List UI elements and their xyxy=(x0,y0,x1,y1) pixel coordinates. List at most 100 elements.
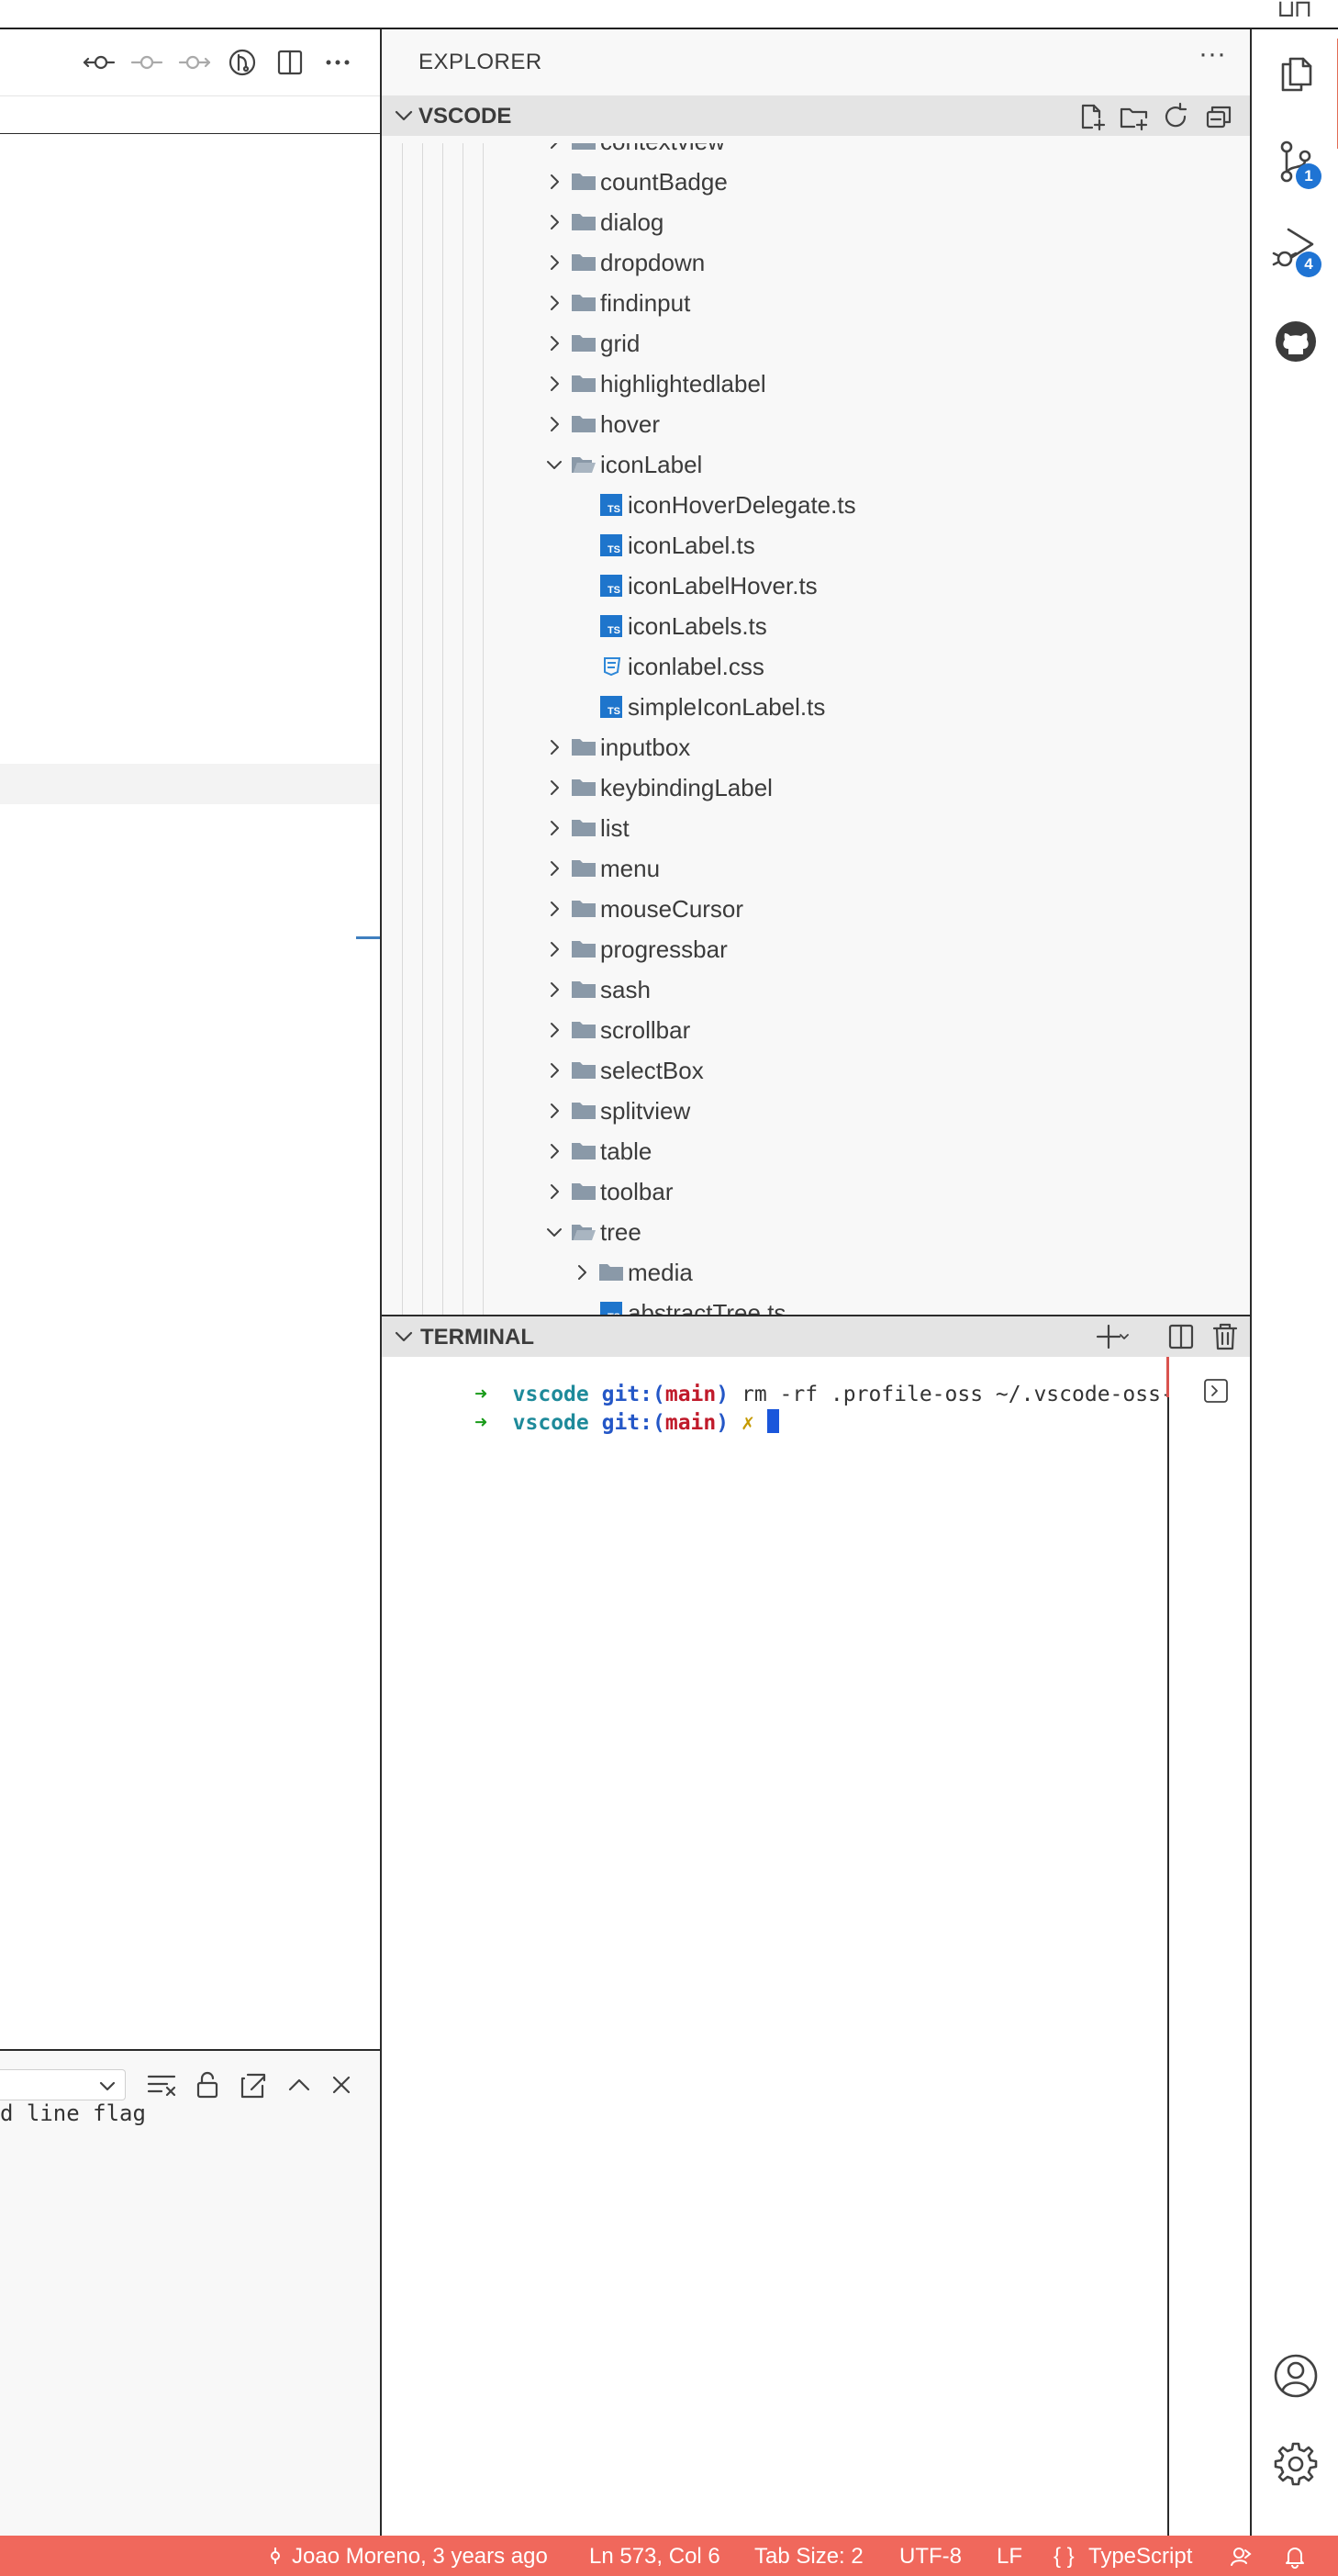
activity-bar: 1 4 xyxy=(1250,29,1338,2536)
chevron-right-icon xyxy=(543,777,565,799)
tree-folder-item[interactable]: table xyxy=(382,1131,1252,1171)
tree-folder-item[interactable]: list xyxy=(382,808,1252,848)
tree-folder-item[interactable]: dropdown xyxy=(382,242,1252,283)
status-cursor-position[interactable]: Ln 573, Col 6 xyxy=(589,2544,720,2569)
tree-folder-item[interactable]: mouseCursor xyxy=(382,889,1252,929)
folder-icon xyxy=(571,332,596,354)
explorer-view: EXPLORER ··· VSCODE contextviewcountBadg… xyxy=(380,29,1252,1315)
prompt-dir: vscode xyxy=(512,1411,589,1435)
tree-folder-item[interactable]: progressbar xyxy=(382,929,1252,969)
terminal-tabs xyxy=(1166,1357,1252,2536)
tree-folder-item[interactable]: media xyxy=(382,1252,1252,1293)
tree-folder-item[interactable]: inputbox xyxy=(382,727,1252,767)
folder-icon xyxy=(571,979,596,1001)
chevron-right-icon xyxy=(543,1059,565,1081)
folder-icon xyxy=(571,1140,596,1162)
tree-folder-item[interactable]: dialog xyxy=(382,202,1252,242)
tree-file-item[interactable]: iconlabel.css xyxy=(382,646,1252,687)
new-folder-icon[interactable] xyxy=(1118,101,1151,132)
source-control-button[interactable]: 1 xyxy=(1272,138,1321,189)
tree-folder-item[interactable]: iconLabel xyxy=(382,444,1252,485)
git-compare-icon[interactable] xyxy=(224,44,261,81)
chevron-right-icon xyxy=(543,252,565,274)
tree-folder-item[interactable]: hover xyxy=(382,404,1252,444)
prompt-git: git:( xyxy=(601,1383,665,1406)
maximize-panel-icon[interactable] xyxy=(281,2067,318,2102)
tree-item-label: iconHoverDelegate.ts xyxy=(628,491,856,519)
tree-file-item[interactable]: TSabstractTree.ts xyxy=(382,1293,1252,1315)
tree-item-label: toolbar xyxy=(600,1178,674,1205)
split-terminal-icon[interactable] xyxy=(1164,1320,1199,1353)
indent-guide xyxy=(402,143,403,1315)
live-share-icon[interactable] xyxy=(1230,2545,1254,2569)
git-commit-next-icon[interactable] xyxy=(176,44,213,81)
tree-item-label: mouseCursor xyxy=(600,895,744,923)
status-language[interactable]: TypeScript xyxy=(1088,2544,1193,2569)
trash-icon[interactable] xyxy=(1208,1320,1243,1353)
output-channel-select[interactable] xyxy=(0,2069,126,2100)
settings-gear-icon[interactable] xyxy=(1272,2440,1320,2488)
more-actions-icon[interactable] xyxy=(319,44,356,81)
folder-icon xyxy=(571,252,596,274)
run-debug-button[interactable]: 4 xyxy=(1272,224,1321,277)
status-tab-size[interactable]: Tab Size: 2 xyxy=(754,2544,864,2569)
chevron-right-icon xyxy=(543,171,565,193)
folder-icon xyxy=(571,857,596,879)
clear-output-icon[interactable] xyxy=(143,2067,180,2102)
editor-area[interactable] xyxy=(0,134,380,2049)
tree-folder-item[interactable]: menu xyxy=(382,848,1252,889)
terminal-panel: TERMINAL ➜ vscode git:(main) rm -rf .pro… xyxy=(380,1315,1252,2536)
tree-item-label: abstractTree.ts xyxy=(628,1299,786,1315)
tree-folder-item[interactable]: contextview xyxy=(382,143,1252,162)
refresh-icon[interactable] xyxy=(1160,101,1193,132)
tree-folder-item[interactable]: splitview xyxy=(382,1091,1252,1131)
folder-icon xyxy=(571,938,596,960)
explorer-more-actions[interactable]: ··· xyxy=(1199,39,1226,69)
close-panel-icon[interactable] xyxy=(323,2067,360,2102)
new-terminal-icon[interactable] xyxy=(1094,1320,1129,1353)
tree-folder-item[interactable]: highlightedlabel xyxy=(382,364,1252,404)
tree-folder-item[interactable]: selectBox xyxy=(382,1050,1252,1091)
git-commit-disabled-icon[interactable] xyxy=(128,44,165,81)
split-editor-icon[interactable] xyxy=(272,44,308,81)
open-in-editor-icon[interactable] xyxy=(235,2067,272,2102)
tree-item-label: iconLabel.ts xyxy=(628,532,755,559)
tree-folder-item[interactable]: toolbar xyxy=(382,1171,1252,1212)
github-icon[interactable] xyxy=(1272,318,1320,365)
explorer-icon[interactable] xyxy=(1272,48,1320,95)
git-commit-icon[interactable] xyxy=(81,44,117,81)
tree-folder-item[interactable]: grid xyxy=(382,323,1252,364)
title-bar: ⊔⊓ xyxy=(0,0,1338,29)
terminal-header[interactable]: TERMINAL xyxy=(382,1315,1252,1357)
tree-folder-item[interactable]: sash xyxy=(382,969,1252,1010)
tree-folder-item[interactable]: keybindingLabel xyxy=(382,767,1252,808)
status-eol[interactable]: LF xyxy=(997,2544,1023,2569)
layout-icon[interactable]: ⊔⊓ xyxy=(1277,0,1312,22)
chevron-right-icon xyxy=(543,413,565,435)
terminal-output[interactable]: ➜ vscode git:(main) rm -rf .profile-oss … xyxy=(382,1357,1211,2536)
status-encoding[interactable]: UTF-8 xyxy=(899,2544,962,2569)
tree-folder-item[interactable]: countBadge xyxy=(382,162,1252,202)
new-file-icon[interactable] xyxy=(1076,101,1109,132)
account-icon[interactable] xyxy=(1272,2352,1320,2400)
workspace-section-header[interactable]: VSCODE xyxy=(382,95,1252,136)
tree-item-label: selectBox xyxy=(600,1057,704,1084)
status-git-blame[interactable]: Joao Moreno, 3 years ago xyxy=(292,2544,548,2569)
terminal-tab-icon[interactable] xyxy=(1202,1377,1230,1405)
status-bar: Joao Moreno, 3 years ago Ln 573, Col 6 T… xyxy=(0,2536,1338,2576)
tree-folder-item[interactable]: scrollbar xyxy=(382,1010,1252,1050)
tree-folder-item[interactable]: findinput xyxy=(382,283,1252,323)
tree-folder-item[interactable]: tree xyxy=(382,1212,1252,1252)
terminal-command: rm -rf .profile-oss ~/.vscode-oss-dev xyxy=(741,1383,1212,1406)
notifications-bell-icon[interactable] xyxy=(1283,2545,1307,2569)
chevron-right-icon xyxy=(543,979,565,1001)
scm-count-badge: 1 xyxy=(1296,163,1321,189)
tree-item-label: media xyxy=(628,1259,693,1286)
collapse-all-icon[interactable] xyxy=(1202,101,1235,132)
unlock-icon[interactable] xyxy=(189,2067,226,2102)
